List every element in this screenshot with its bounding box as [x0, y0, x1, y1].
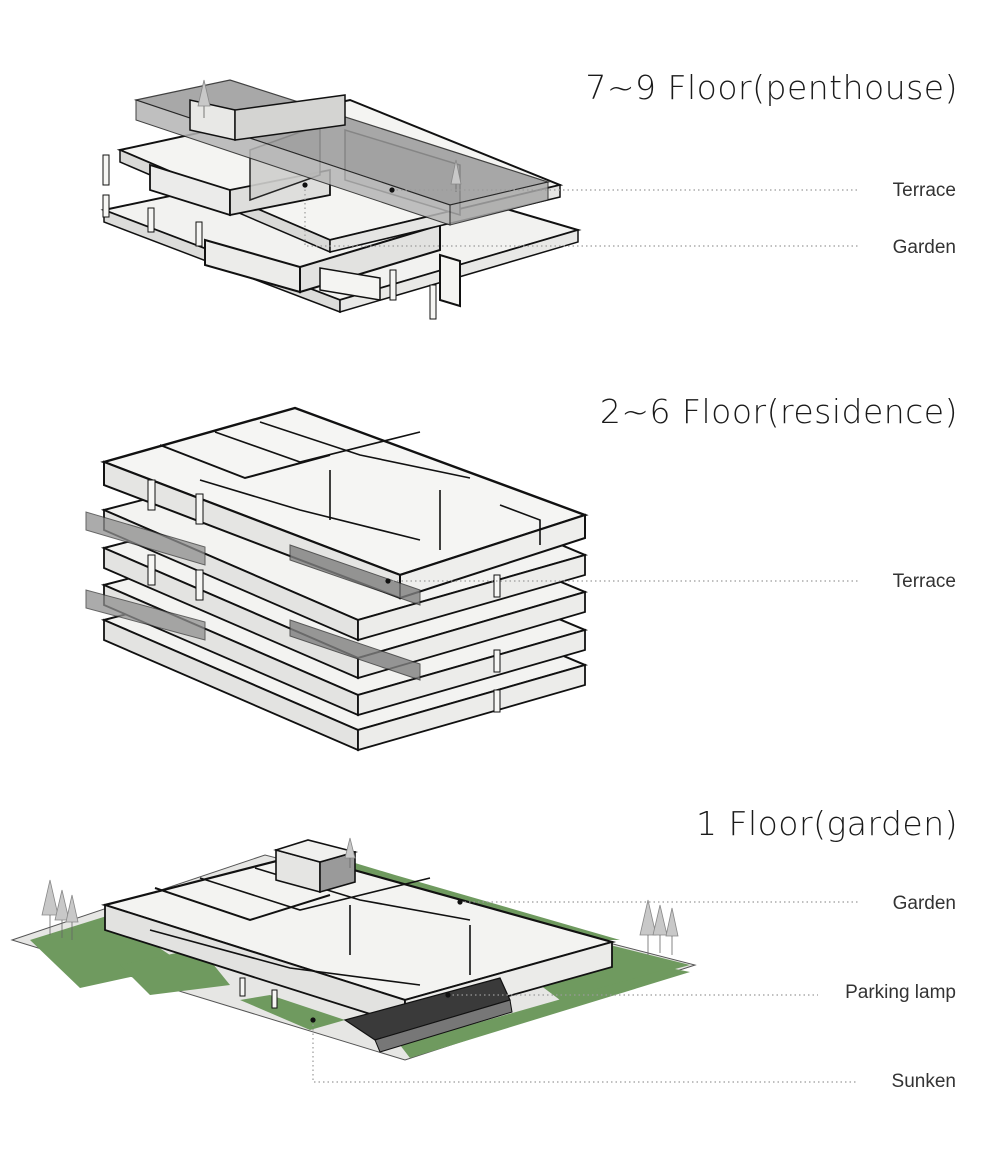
lawn-front — [400, 968, 690, 1058]
penthouse-drawing — [100, 79, 858, 320]
residence-drawing — [85, 406, 858, 752]
tree-cluster-left — [41, 879, 79, 940]
label-parking-lamp: Parking lamp — [845, 982, 956, 1003]
label-residence-terrace: Terrace — [892, 571, 956, 592]
tree-cluster-right — [639, 899, 679, 955]
tree-rear — [344, 837, 356, 868]
label-sunken: Sunken — [891, 1071, 956, 1092]
section-title-residence: 2~6 Floor(residence) — [599, 392, 958, 431]
label-ground-garden: Garden — [892, 893, 956, 914]
label-penthouse-terrace: Terrace — [892, 180, 956, 201]
label-penthouse-garden: Garden — [892, 237, 956, 258]
ground-floor-drawing — [10, 837, 858, 1083]
section-title-penthouse: 7~9 Floor(penthouse) — [585, 68, 958, 107]
section-title-garden-floor: 1 Floor(garden) — [695, 804, 958, 843]
